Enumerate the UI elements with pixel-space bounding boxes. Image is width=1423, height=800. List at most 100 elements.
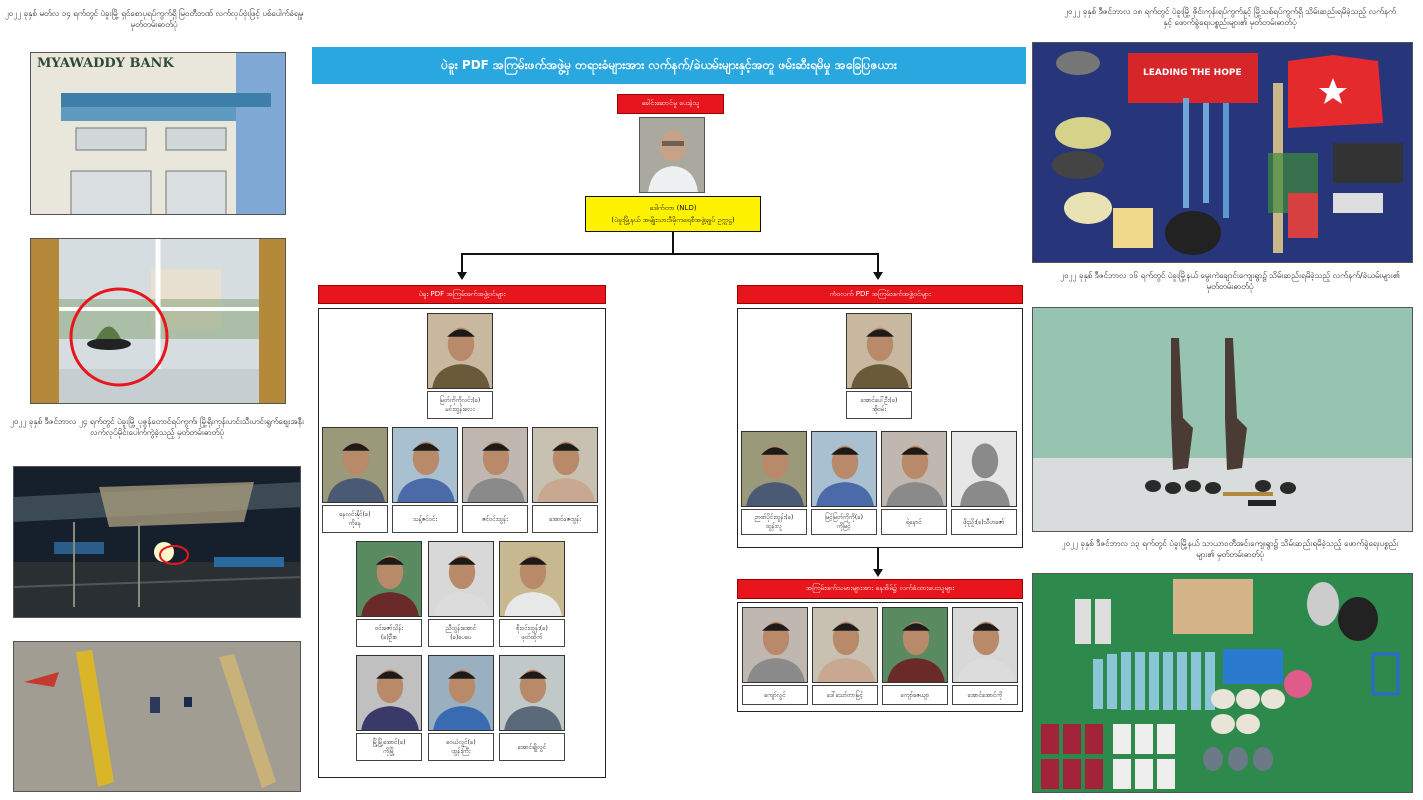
arrow-support-group xyxy=(873,569,883,577)
right_group-member-photo xyxy=(741,431,807,507)
right_group-member-name: ဖိုးညှိုး(ခ)သီဟဇော် xyxy=(963,518,1005,526)
left_group-member-alias: မင်းထွန်းလေး xyxy=(445,406,475,413)
left_group-member-alias: (ခ)ပေပေ xyxy=(450,634,472,641)
right_group-member-namebox: ဉာဏ်ပိုင်းထွန်း(ခ)ထွန်းလူ xyxy=(741,509,807,535)
left_group-member-namebox: မြို့မြို့အောင်(ခ)ကိုမြို့ xyxy=(356,733,422,761)
bank-photo: MYAWADDY BANK xyxy=(30,52,286,215)
left_group-member-card: စိုးဝင်းထွန်း(ခ) ဖုတ်ထိုက် xyxy=(499,541,565,647)
left_group-member-photo xyxy=(392,427,458,503)
right_group-member-card: ရဲနောင် xyxy=(881,431,947,535)
left_group-member-name: မြို့မြို့အောင်(ခ) xyxy=(372,739,406,746)
flag-text: LEADING THE HOPE xyxy=(1143,68,1242,78)
left_group-member-photo xyxy=(322,427,388,503)
arrow-right-group xyxy=(873,272,883,280)
left_group-member-card: အောင်ချိုလွင် xyxy=(499,655,565,761)
left_group-member-name: ဝေယံလွင်(ခ) xyxy=(446,739,476,746)
support_group-member-name: အောင်အောင်ကို xyxy=(967,691,1003,699)
right_group-member-alias: အိုဝမ်း xyxy=(872,406,886,413)
left_group-member-alias: ကိုနေ xyxy=(348,520,362,527)
connector-left-drop xyxy=(461,253,463,273)
left_group-member-name: သန့်ဇင်ဝင်း xyxy=(412,515,438,523)
left_group-member-name: ဇင်ဝင်းထွန်း xyxy=(482,515,508,523)
right_group-member-name: မြင့်မြတ်ကိုကို(ခ) xyxy=(825,514,863,521)
right_group-member-photo xyxy=(846,313,912,389)
night-scene-photo xyxy=(13,466,301,618)
left_group-member-photo xyxy=(499,541,565,617)
support_group-member-photo xyxy=(812,607,878,683)
right_group-member-card: ဉာဏ်ပိုင်းထွန်း(ခ)ထွန်းလူ xyxy=(741,431,807,535)
left_group-member-photo xyxy=(427,313,493,389)
caption-seizure-2: ၂၀၂၂ ခုနှစ် ဒီဇင်ဘာလ ၁၆ ရက်တွင် ပဲခူးမြိ… xyxy=(1060,271,1400,291)
left_group-member-namebox: အောင်ဇေထွန်း xyxy=(532,505,598,533)
right_group-member-photo xyxy=(881,431,947,507)
left_group-member-name: မြတ်ကိုကိုလင်း(ခ) xyxy=(439,397,481,404)
right_group-member-namebox: မြင့်မြတ်ကိုကို(ခ) ကိုမြင့် xyxy=(811,509,877,535)
connector-support xyxy=(877,548,879,570)
left_group-member-name: အောင်ချိုလွင် xyxy=(517,743,547,751)
left_group-member-photo xyxy=(499,655,565,731)
seized-items-photo-1: LEADING THE HOPE xyxy=(1032,42,1413,263)
left_group-member-alias: ထွန်းကြီး xyxy=(451,748,471,755)
right_group-member-card: အောင်ပေါ်ဦး(ခ)အိုဝမ်း xyxy=(846,313,912,419)
caption-seizure-1: ၂၀၂၂ ခုနှစ် ဒီဇင်ဘာလ ၁၈ ရက်တွင် ပဲခူးမြိ… xyxy=(1064,7,1396,27)
right-group-header: ကံဝလက် PDF အကြမ်းဖက်အဖွဲ့ဝင်များ xyxy=(737,285,1023,304)
leader-portrait xyxy=(639,117,705,193)
left-group-box: မြတ်ကိုကိုလင်း(ခ) မင်းထွန်းလေးနေလင်းနိုင်… xyxy=(318,308,606,778)
support_group-member-card: အောင်အောင်ကို xyxy=(952,607,1018,705)
left_group-member-namebox: ညီထွန်းအောင်(ခ)ပေပေ xyxy=(428,619,494,647)
connector-right-drop xyxy=(877,253,879,273)
caption-seizure-3: ၂၀၂၂ ခုနှစ် ဒီဇင်ဘာလ ၁၃ ရက်တွင် ပဲခူးမြိ… xyxy=(1061,539,1399,559)
right_group-member-namebox: ရဲနောင် xyxy=(881,509,947,535)
support_group-member-namebox: ကျော်လွင် xyxy=(742,685,808,705)
left_group-member-name: ဝင်းဇော်သိန်း xyxy=(375,625,403,632)
left_group-member-namebox: မြတ်ကိုကိုလင်း(ခ) မင်းထွန်းလေး xyxy=(427,391,493,419)
right_group-member-card: မြင့်မြတ်ကိုကို(ခ) ကိုမြင့် xyxy=(811,431,877,535)
chart-title-banner: ပဲခူး PDF အကြမ်းဖက်အဖွဲ့မှ တရားခံများအား… xyxy=(312,47,1026,84)
support_group-member-photo xyxy=(742,607,808,683)
right_group-member-name: ရဲနောင် xyxy=(906,518,922,526)
left_group-member-namebox: သန့်ဇင်ဝင်း xyxy=(392,505,458,533)
support_group-member-name: ကျော်ဇေယျာ xyxy=(900,691,930,699)
right_group-member-photo xyxy=(951,431,1017,507)
seized-rifles-photo xyxy=(1032,307,1413,532)
left_group-member-photo xyxy=(428,541,494,617)
leader-namebox: ဒေါက်တာ (NLD) (ပဲခူးမြို့နယ် အမျိုးသားဒီ… xyxy=(585,196,761,232)
right_group-member-alias: ကိုမြင့် xyxy=(837,523,851,530)
left_group-member-namebox: ဝေယံလွင်(ခ) ထွန်းကြီး xyxy=(428,733,494,761)
seized-explosives-photo xyxy=(1032,573,1413,793)
left_group-member-namebox: အောင်ချိုလွင် xyxy=(499,733,565,761)
right_group-member-name: ဉာဏ်ပိုင်းထွန်း(ခ) xyxy=(754,514,794,521)
support-group-header: အကြမ်းဖက်သမားများအား နေအိမ်၌ လက်ခံထားပေး… xyxy=(737,579,1023,599)
left_group-member-name: စိုးဝင်းထွန်း(ခ) xyxy=(516,625,548,632)
left_group-member-alias: ဖုတ်ထိုက် xyxy=(521,634,543,641)
left_group-member-photo xyxy=(356,541,422,617)
left_group-member-namebox: ဝင်းဇော်သိန်း (ခ)ဦးစ xyxy=(356,619,422,647)
arrow-left-group xyxy=(457,272,467,280)
left_group-member-name: နေလင်းနိုင်(ခ) xyxy=(339,511,371,518)
support_group-member-name: ကျော်လွင် xyxy=(764,691,786,699)
left_group-member-card: ဝင်းဇော်သိန်း (ခ)ဦးစ xyxy=(356,541,422,647)
support_group-member-card: ကျော်ဇေယျာ xyxy=(882,607,948,705)
support_group-member-namebox: ဒေါ်သော်တာမြင့် xyxy=(812,685,878,705)
launcher-debris-photo xyxy=(13,641,301,792)
right_group-member-namebox: ဖိုးညှိုး(ခ)သီဟဇော် xyxy=(951,509,1017,535)
right-group-box: အောင်ပေါ်ဦး(ခ)အိုဝမ်းဉာဏ်ပိုင်းထွန်း(ခ)ထ… xyxy=(737,308,1023,548)
connector-horizontal xyxy=(461,253,879,255)
support_group-member-namebox: အောင်အောင်ကို xyxy=(952,685,1018,705)
left_group-member-photo xyxy=(356,655,422,731)
left_group-member-card: ဇင်ဝင်းထွန်း xyxy=(462,427,528,533)
leader-name: ဒေါက်တာ (NLD) xyxy=(649,204,697,212)
support_group-member-card: ကျော်လွင် xyxy=(742,607,808,705)
left_group-member-photo xyxy=(532,427,598,503)
support-group-box: ကျော်လွင် ဒေါ်သော်တာမြင့် ကျော်ဇေယျာ အောင်အ… xyxy=(737,602,1023,712)
right_group-member-card: ဖိုးညှိုး(ခ)သီဟဇော် xyxy=(951,431,1017,535)
left_group-member-namebox: နေလင်းနိုင်(ခ) ကိုနေ xyxy=(322,505,388,533)
leader-header: ခေါင်းဆောင်မှု ပေးခဲ့သူ xyxy=(617,94,724,114)
support_group-member-name: ဒေါ်သော်တာမြင့် xyxy=(826,691,864,699)
left_group-member-card: မြတ်ကိုကိုလင်း(ခ) မင်းထွန်းလေး xyxy=(427,313,493,419)
right_group-member-namebox: အောင်ပေါ်ဦး(ခ)အိုဝမ်း xyxy=(846,391,912,419)
left_group-member-alias: (ခ)ဦးစ xyxy=(380,634,398,641)
left_group-member-card: ဝေယံလွင်(ခ) ထွန်းကြီး xyxy=(428,655,494,761)
left_group-member-card: နေလင်းနိုင်(ခ) ကိုနေ xyxy=(322,427,388,533)
support_group-member-namebox: ကျော်ဇေယျာ xyxy=(882,685,948,705)
